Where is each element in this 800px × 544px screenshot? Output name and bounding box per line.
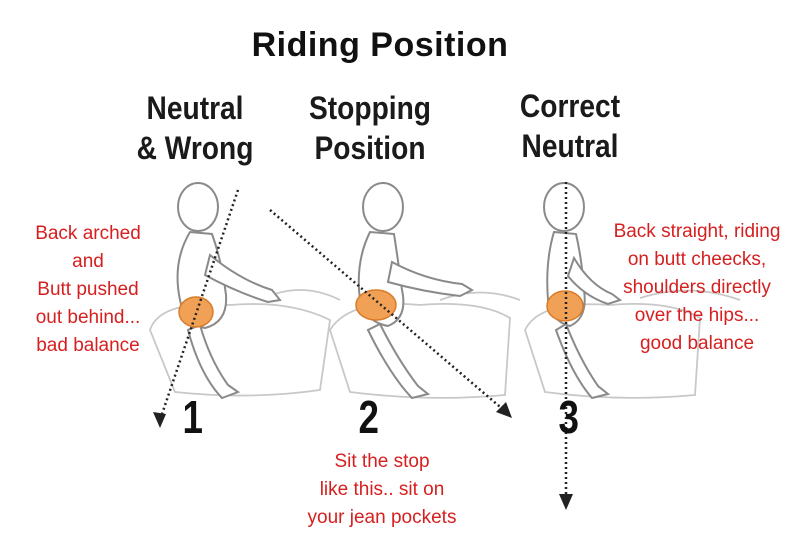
rider-arm	[203, 253, 282, 304]
heading-line1: Correct	[519, 88, 621, 124]
note-line: your jean pockets	[307, 507, 457, 528]
rider-figure-1	[149, 182, 341, 428]
figure-number-1: 1	[182, 391, 204, 443]
note-right: Back straight, riding on butt cheecks, s…	[596, 218, 798, 358]
rider-arm	[566, 255, 623, 306]
rider-arm	[386, 260, 475, 298]
pelvis	[546, 290, 584, 322]
saddle-outline	[329, 302, 511, 399]
rider-leg	[554, 322, 611, 400]
note-line: and	[72, 251, 104, 272]
heading-correct-neutral: Correct Neutral	[495, 86, 645, 166]
rider-leg	[186, 323, 241, 400]
heading-line2: & Wrong	[136, 130, 254, 166]
note-bottom: Sit the stop like this.. sit on your jea…	[282, 448, 482, 532]
note-line: on butt cheecks,	[627, 249, 767, 270]
note-line: like this.. sit on	[319, 479, 445, 500]
note-line: out behind...	[35, 307, 141, 328]
rider-leg	[366, 322, 431, 400]
rider-figure-2	[269, 182, 521, 418]
arrow-head	[559, 494, 573, 510]
figure-number-3: 3	[558, 391, 580, 443]
saddle-outline	[149, 303, 331, 397]
alignment-line	[158, 189, 240, 421]
note-line: shoulders directly	[623, 277, 771, 298]
heading-line2: Position	[314, 130, 426, 166]
diagram-title: Riding Position	[251, 26, 509, 64]
arrow-head	[496, 402, 512, 418]
note-line: good balance	[639, 333, 755, 354]
rider-head	[177, 182, 219, 232]
figure-number-2: 2	[358, 391, 380, 443]
arrow-head	[153, 412, 166, 428]
note-left: Back arched and Butt pushed out behind..…	[12, 220, 164, 360]
pelvis	[178, 296, 214, 328]
rider-figure-3	[524, 182, 741, 510]
heading-line2: Neutral	[521, 128, 619, 164]
heading-line1: Neutral	[146, 90, 244, 126]
note-line: over the hips...	[634, 305, 760, 326]
horse-neck-outline	[439, 291, 521, 301]
heading-neutral-wrong: Neutral & Wrong	[120, 88, 270, 168]
pelvis	[355, 289, 397, 321]
note-line: Back straight, riding	[613, 221, 781, 242]
rider-head	[362, 182, 404, 232]
rider-head	[543, 182, 585, 232]
heading-stopping-position: Stopping Position	[295, 88, 445, 168]
note-line: Back arched	[35, 223, 141, 244]
note-line: bad balance	[36, 335, 140, 356]
horse-neck-outline	[639, 289, 741, 301]
alignment-line	[269, 209, 507, 413]
note-line: Butt pushed	[37, 279, 139, 300]
heading-line1: Stopping	[309, 90, 431, 126]
note-line: Sit the stop	[334, 451, 430, 472]
